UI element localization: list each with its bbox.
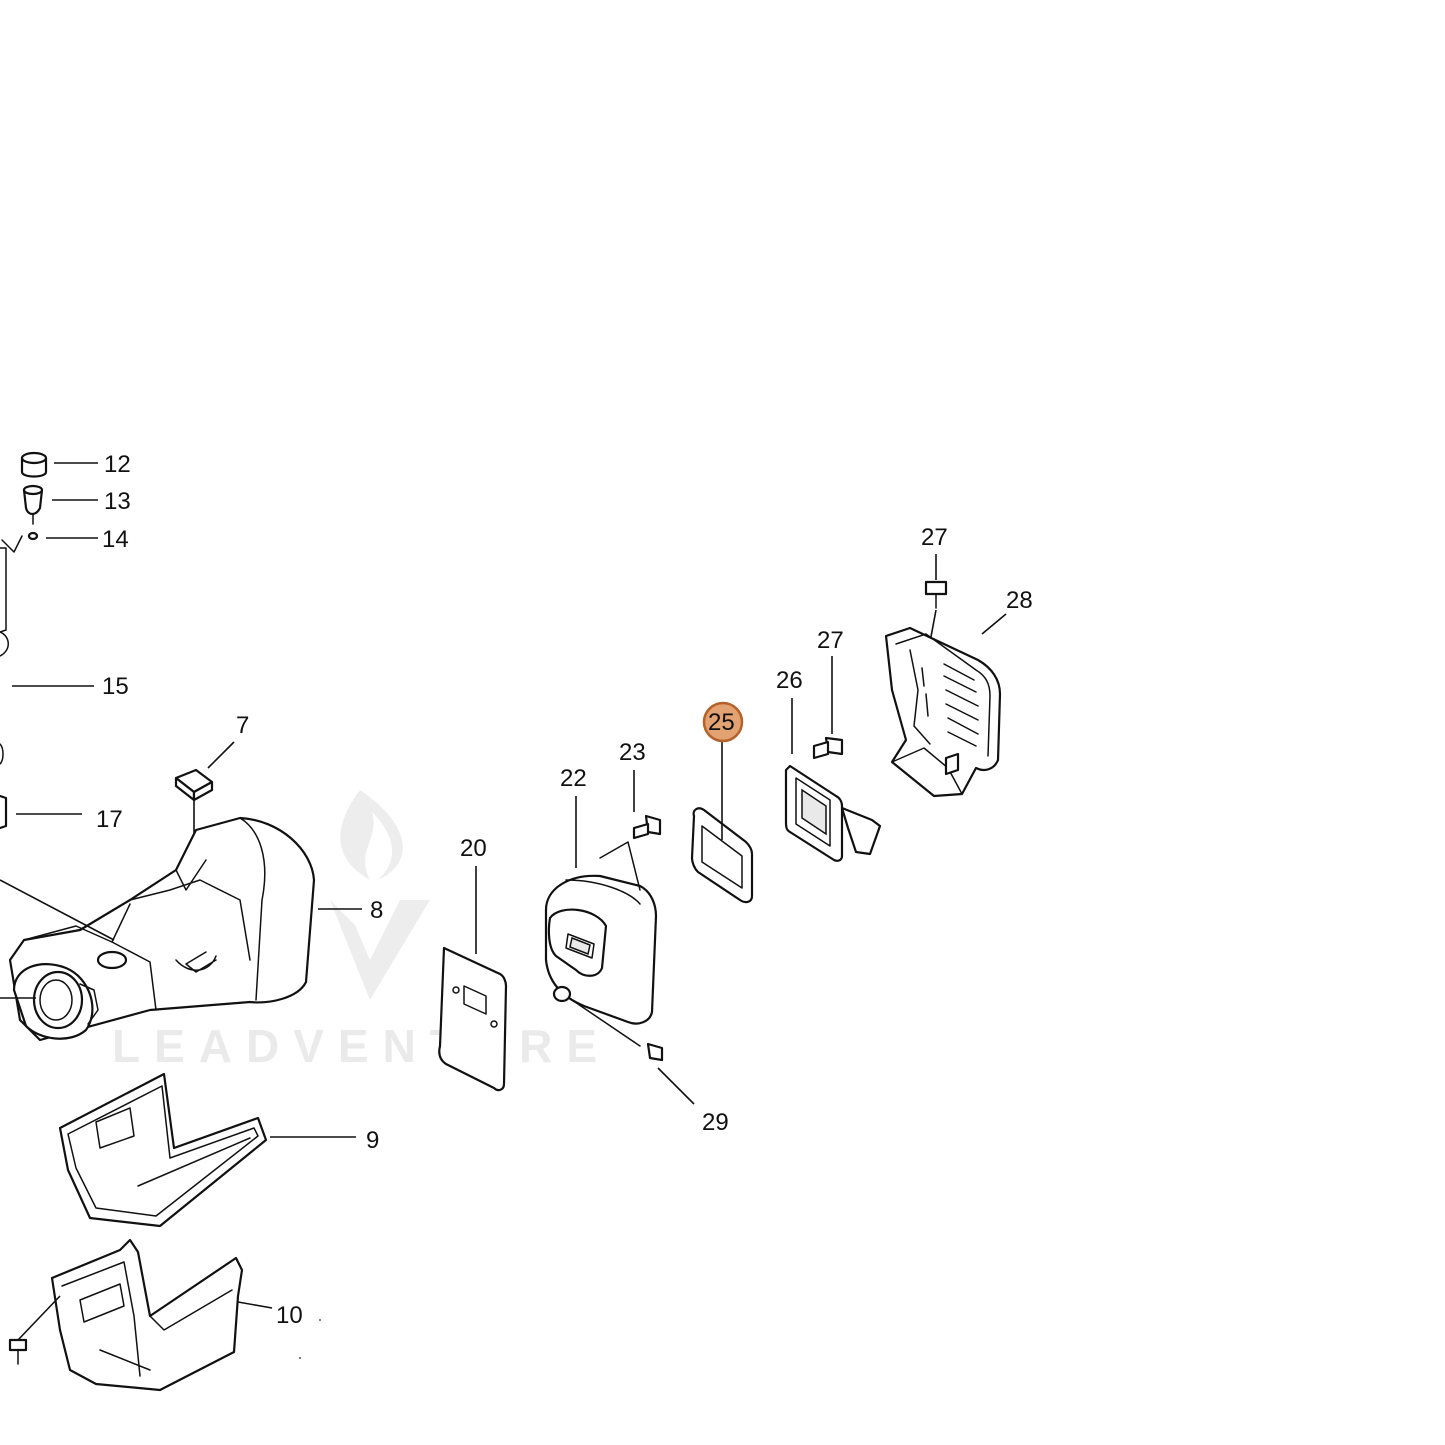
callout-25-highlight: 25 bbox=[702, 701, 744, 743]
callout-23: 23 bbox=[619, 739, 646, 766]
part-13-filter bbox=[22, 484, 44, 525]
callout-17: 17 bbox=[96, 806, 123, 833]
callout-20: 20 bbox=[460, 835, 487, 862]
callout-27-upper: 27 bbox=[921, 524, 948, 551]
callout-25: 25 bbox=[708, 709, 735, 736]
part-22-muffler bbox=[544, 874, 658, 1025]
part-27-screw bbox=[812, 736, 844, 760]
callout-27-lower: 27 bbox=[817, 627, 844, 654]
part-12-cap bbox=[20, 451, 48, 478]
watermark: LEADVENTURE bbox=[112, 790, 611, 1072]
callout-26: 26 bbox=[776, 667, 803, 694]
part-23-bolt bbox=[599, 814, 662, 891]
callout-9: 9 bbox=[366, 1127, 379, 1154]
callout-12: 12 bbox=[104, 451, 131, 478]
callout-15: 15 bbox=[102, 673, 129, 700]
cover-slots bbox=[921, 663, 979, 747]
part-27-screw-top bbox=[924, 580, 948, 609]
watermark-text: LEADVENTURE bbox=[112, 1020, 611, 1072]
callout-7: 7 bbox=[236, 712, 249, 739]
part-8-fuel-tank bbox=[8, 816, 316, 1042]
watermark-logo bbox=[330, 790, 430, 1000]
callout-8: 8 bbox=[370, 897, 383, 924]
part-29-bolt bbox=[571, 999, 664, 1062]
callout-28: 28 bbox=[1006, 587, 1033, 614]
callout-10: 10 bbox=[276, 1302, 303, 1329]
part-20-gasket bbox=[438, 946, 508, 1092]
screw-icon bbox=[8, 1295, 61, 1365]
part-10-cover bbox=[50, 1238, 244, 1392]
part-17-grommet bbox=[0, 794, 8, 830]
callout-14: 14 bbox=[102, 526, 129, 553]
part-15-tube bbox=[0, 547, 9, 657]
part-9-tray bbox=[58, 1072, 268, 1228]
callout-22: 22 bbox=[560, 765, 587, 792]
callout-29: 29 bbox=[702, 1109, 729, 1136]
part-7-cushion bbox=[174, 768, 214, 802]
part-25-gasket bbox=[690, 807, 754, 904]
callout-13: 13 bbox=[104, 488, 131, 515]
part-26-arrestor bbox=[784, 764, 882, 862]
part-14-ring bbox=[1, 531, 39, 553]
part-28-cover bbox=[884, 626, 1002, 798]
